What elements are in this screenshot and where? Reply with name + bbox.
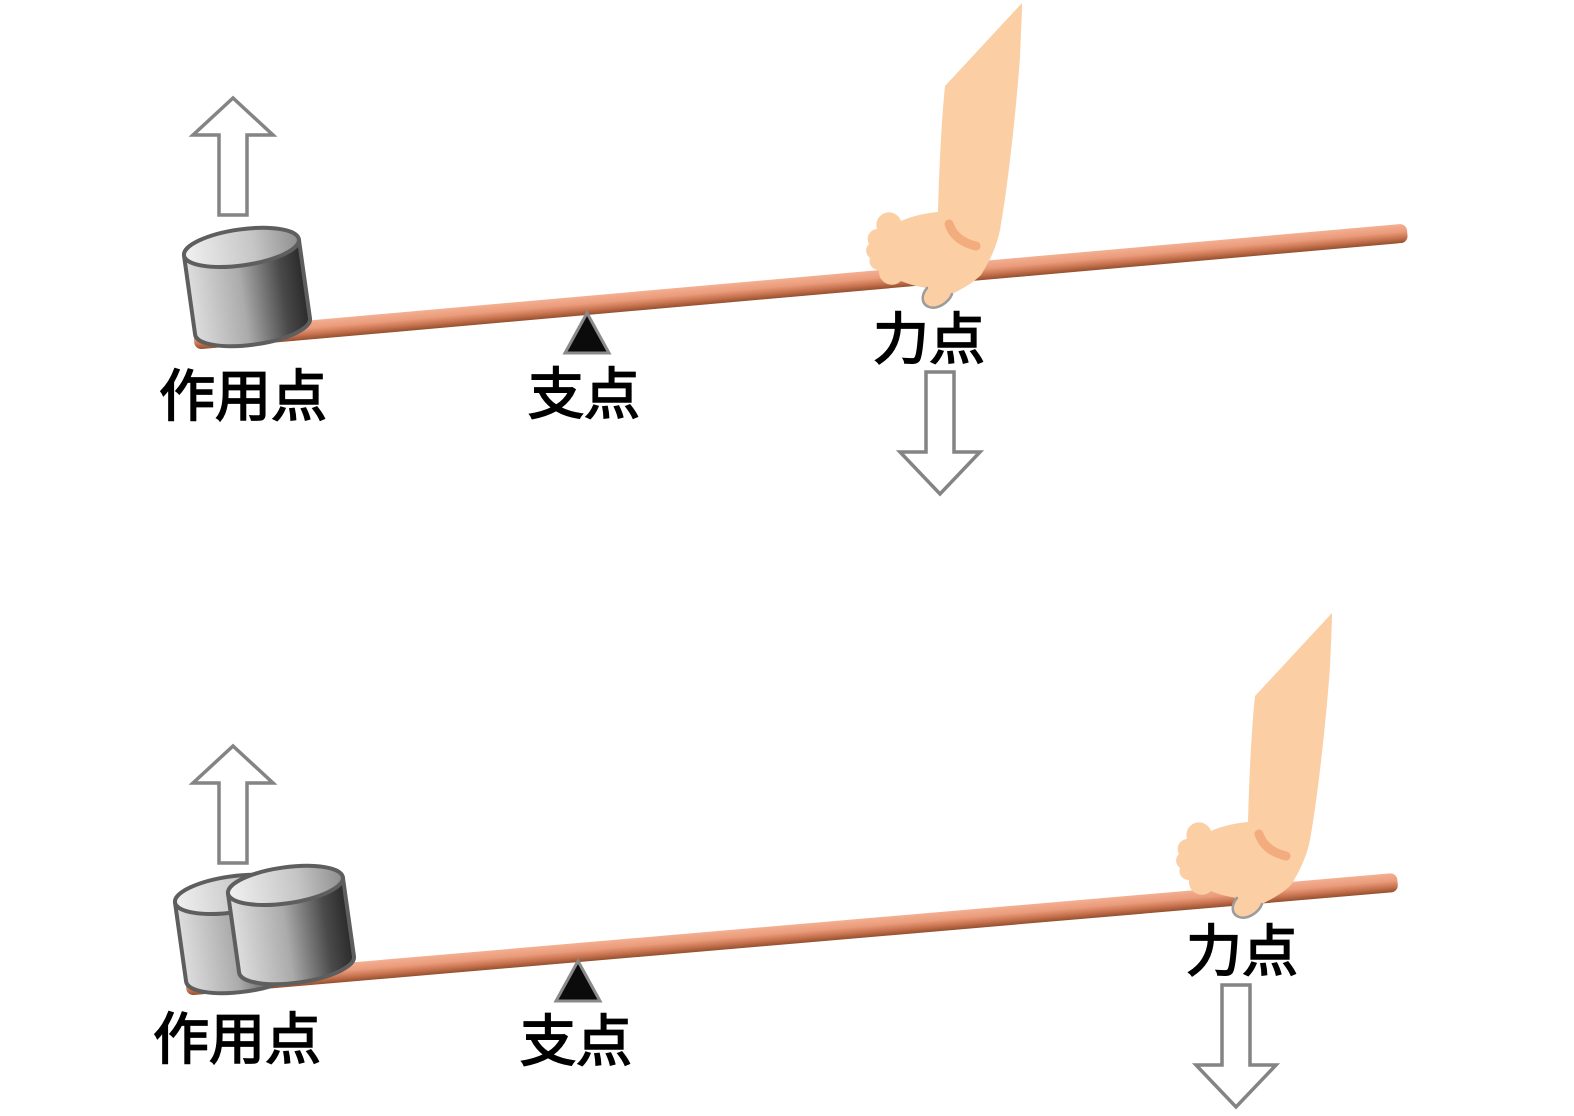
up-arrow-icon: [191, 96, 275, 217]
label-fulcrum: 支点: [520, 1010, 632, 1073]
lever-rod-bar: [185, 873, 1398, 996]
diagram-bottom: 作用点 支点 力点: [153, 613, 1398, 1109]
label-effort-point: 力点: [873, 308, 985, 371]
down-arrow-icon: [1194, 983, 1278, 1109]
label-load-point: 作用点: [159, 365, 327, 428]
lever-rod-bar: [193, 224, 1408, 350]
fulcrum-triangle-icon: [563, 311, 611, 355]
fulcrum-triangle-icon: [554, 959, 602, 1003]
weight-cylinder-icon: [179, 219, 315, 355]
diagram-top: 作用点 支点 力点: [159, 3, 1408, 496]
label-load-point: 作用点: [153, 1008, 321, 1071]
lever-rod: [185, 873, 1398, 996]
label-effort-point: 力点: [1186, 920, 1298, 983]
lever-rod: [193, 224, 1408, 350]
down-arrow-icon: [898, 370, 982, 496]
pressing-hand-icon: [1176, 613, 1332, 918]
up-arrow-icon: [191, 744, 275, 865]
label-fulcrum: 支点: [528, 363, 640, 426]
weight-cylinder-front-icon: [223, 857, 359, 993]
